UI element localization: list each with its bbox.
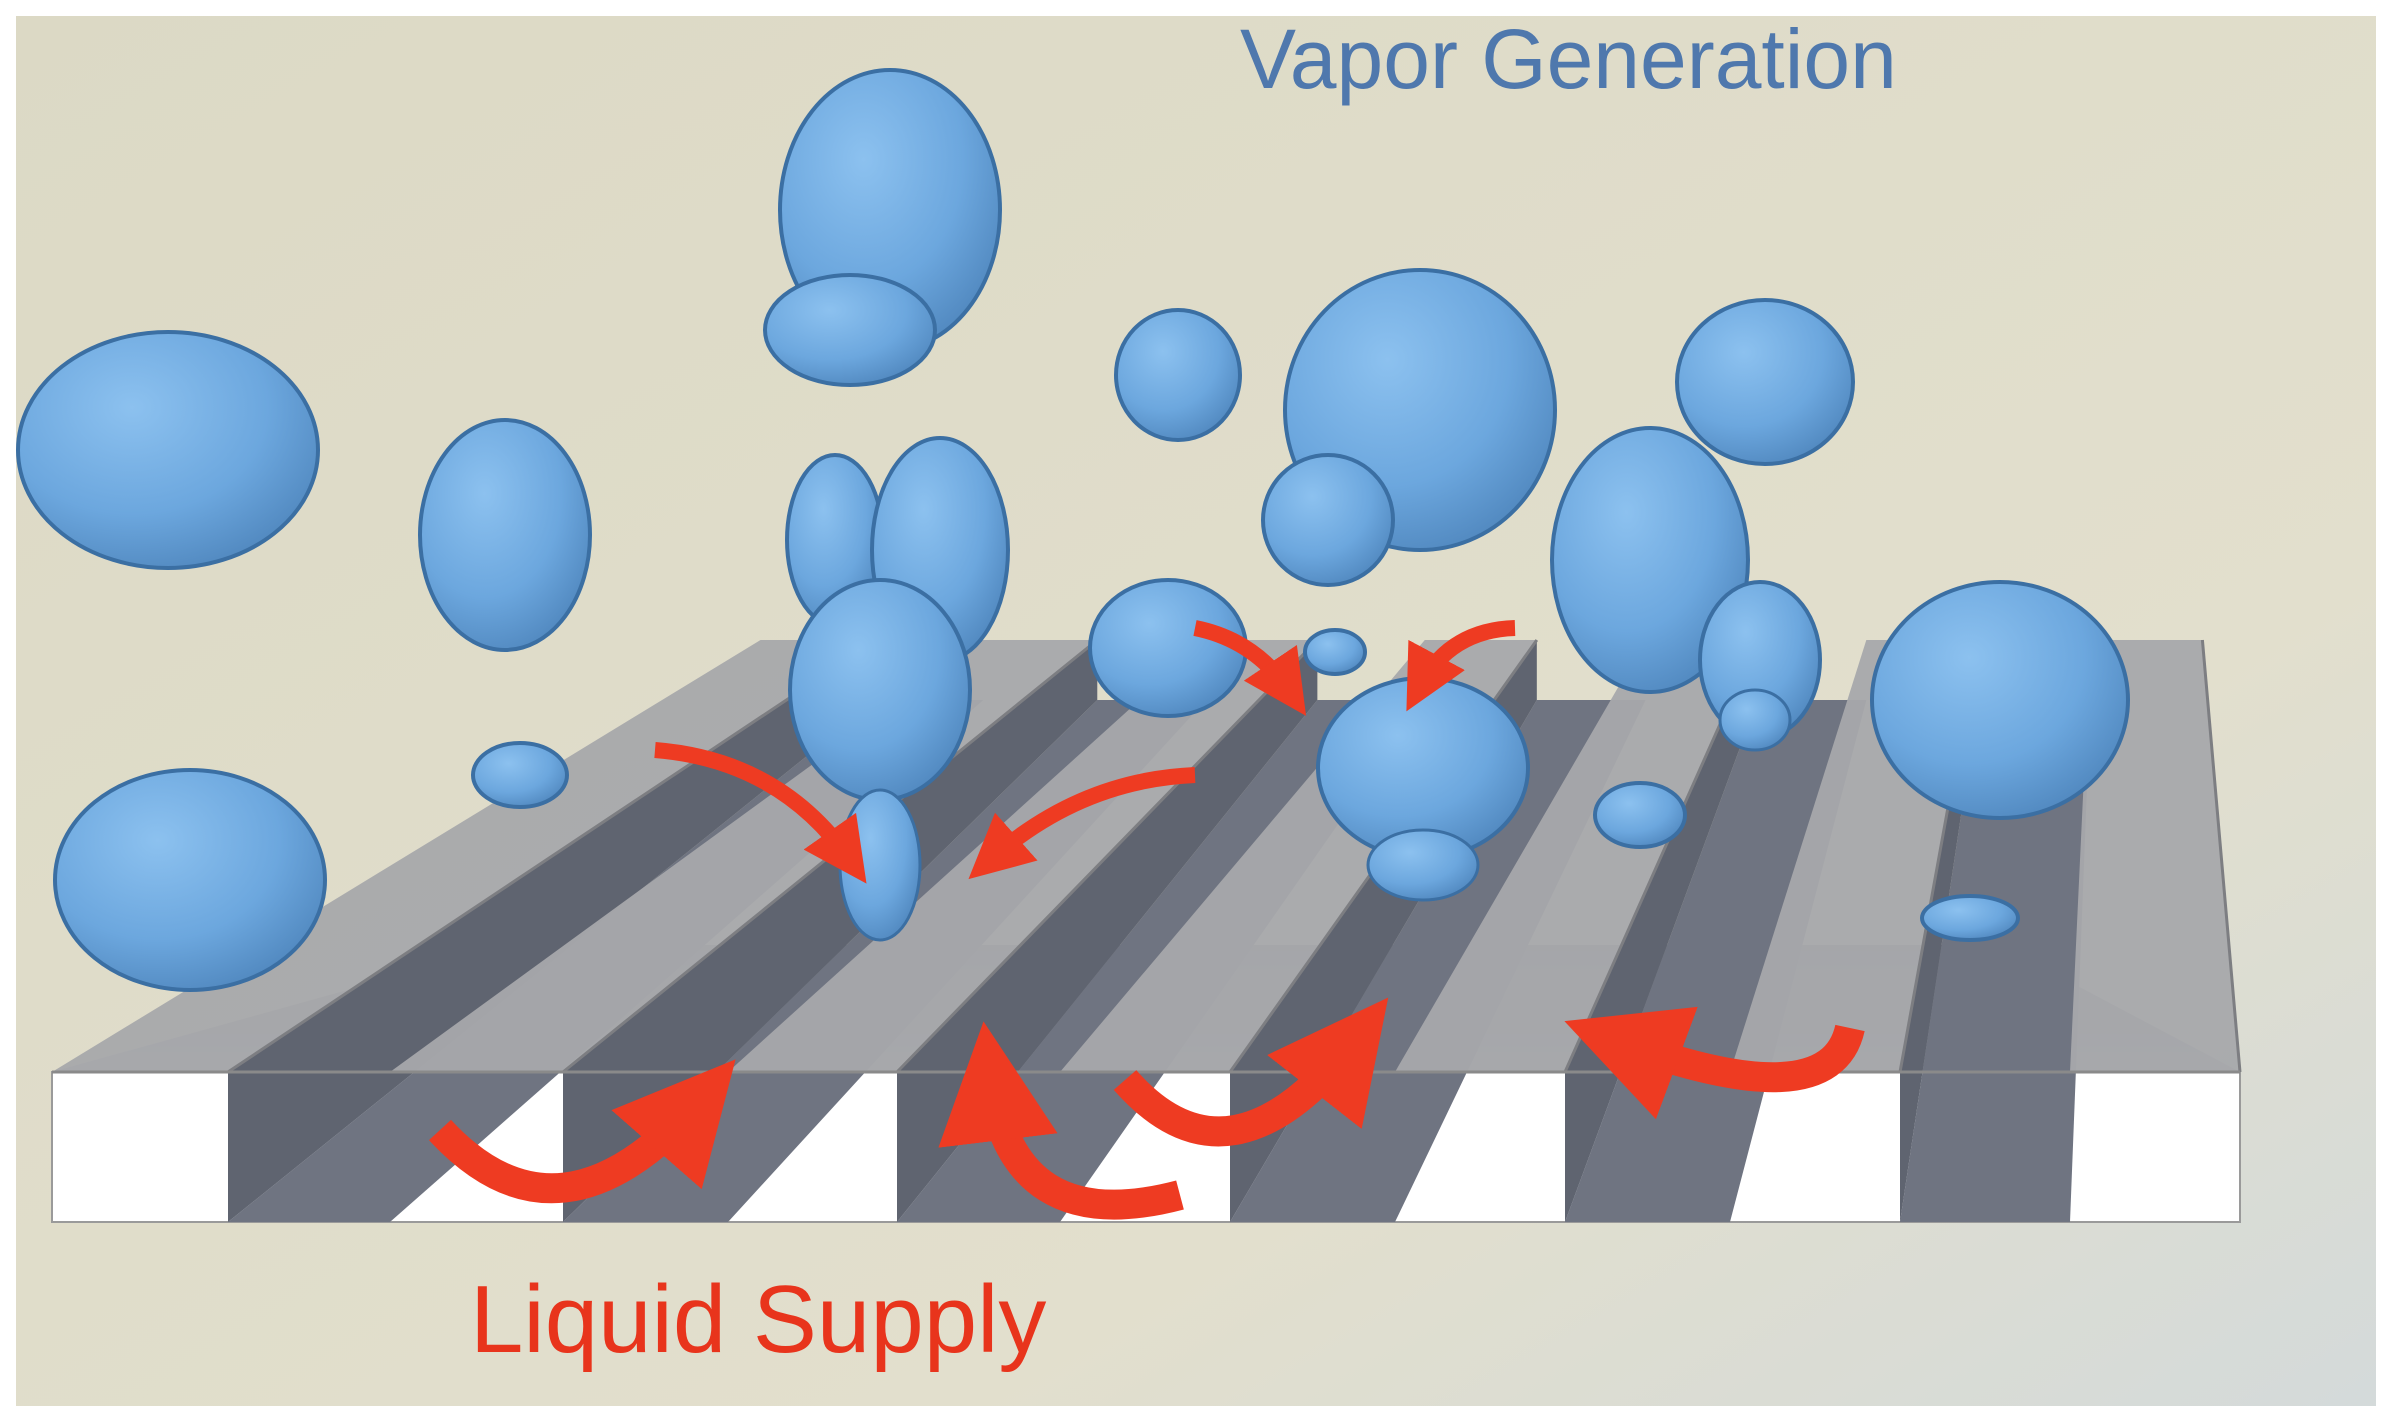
bubble-neck xyxy=(1366,828,1480,902)
vapor-bubble xyxy=(1870,580,2130,820)
vapor-bubble xyxy=(1303,628,1367,676)
microchannel-substrate xyxy=(51,638,2242,1223)
vapor-bubble xyxy=(1593,781,1687,849)
liquid-flow-arrow xyxy=(1564,1006,1865,1120)
liquid-flow-arrow xyxy=(1406,620,1516,712)
vapor-bubble xyxy=(53,768,327,992)
vapor-bubble xyxy=(16,330,320,570)
vapor-bubbles xyxy=(16,68,2130,992)
vapor-bubble xyxy=(1920,894,2020,942)
bubble-neck xyxy=(838,788,922,942)
vapor-bubble xyxy=(763,273,937,387)
liquid-flow-arrows xyxy=(428,620,1865,1220)
vapor-bubble xyxy=(1675,298,1855,466)
bubble-neck xyxy=(1718,688,1792,752)
vapor-generation-label: Vapor Generation xyxy=(1240,12,1897,106)
liquid-flow-arrow xyxy=(968,767,1196,880)
ridge-edge xyxy=(227,638,878,1074)
liquid-flow-arrow xyxy=(1113,997,1389,1147)
liquid-supply-label: Liquid Supply xyxy=(470,1266,1046,1373)
liquid-flow-arrow xyxy=(654,742,867,884)
microchannel-ridge xyxy=(1395,640,1758,1072)
vapor-bubble xyxy=(418,418,592,652)
liquid-flow-arrow xyxy=(1193,620,1307,716)
liquid-flow-arrow xyxy=(938,1021,1184,1220)
vapor-bubble xyxy=(471,741,569,809)
vapor-bubble xyxy=(1261,453,1395,587)
vapor-bubble xyxy=(1114,308,1242,442)
vapor-bubble xyxy=(1088,578,1248,718)
microchannel-groove xyxy=(1900,700,2091,1222)
groove-side-wall xyxy=(228,640,877,1222)
vapor-bubble xyxy=(788,578,972,802)
vapor-bubble xyxy=(1550,426,1750,694)
liquid-flow-arrow xyxy=(428,1059,736,1204)
ridge-edge xyxy=(2200,639,2242,1073)
